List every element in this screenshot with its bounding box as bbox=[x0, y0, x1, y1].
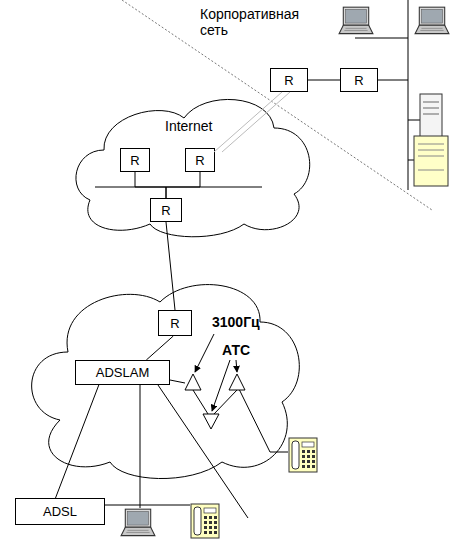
exchange-symbols bbox=[185, 374, 245, 429]
text-label: 3100Гц bbox=[212, 314, 282, 330]
phone-icon bbox=[289, 438, 317, 472]
network-cloud: InternetR R R bbox=[70, 88, 315, 240]
box-label: R bbox=[195, 153, 204, 168]
link-line bbox=[166, 222, 175, 310]
tunnel-lines bbox=[214, 92, 290, 152]
text-label: Корпоративная сеть bbox=[200, 6, 310, 38]
access-wires bbox=[105, 380, 288, 518]
box-label: R bbox=[284, 73, 293, 88]
operator-cloud bbox=[32, 285, 300, 479]
router-box: R bbox=[185, 148, 215, 172]
phone-icon bbox=[191, 504, 219, 538]
box-label: ADSLAM bbox=[96, 365, 149, 380]
link-line bbox=[146, 336, 173, 360]
device-box: ADSL bbox=[15, 498, 105, 525]
box-label: R bbox=[170, 316, 179, 331]
laptop-icon bbox=[339, 7, 373, 33]
router-box: R bbox=[270, 68, 308, 92]
link-line bbox=[166, 172, 200, 198]
link-line bbox=[308, 80, 340, 81]
box-label: R bbox=[130, 153, 139, 168]
router-box: R bbox=[340, 68, 378, 92]
cloud-title: Internet bbox=[165, 118, 212, 134]
link-line bbox=[135, 172, 166, 198]
internet-bus bbox=[95, 187, 262, 188]
link-line bbox=[56, 385, 99, 498]
server-icon bbox=[414, 136, 448, 186]
router-box: R bbox=[150, 198, 182, 222]
text-label: АТС bbox=[222, 342, 272, 358]
server-icon bbox=[420, 94, 442, 142]
laptop-icon bbox=[415, 7, 449, 33]
box-label: R bbox=[354, 73, 363, 88]
box-label: R bbox=[161, 203, 170, 218]
device-box: ADSLAM bbox=[75, 360, 170, 385]
router-box: R bbox=[158, 310, 192, 336]
box-label: ADSL bbox=[43, 504, 77, 519]
router-box: R bbox=[120, 148, 150, 172]
laptop-icon bbox=[121, 509, 155, 535]
